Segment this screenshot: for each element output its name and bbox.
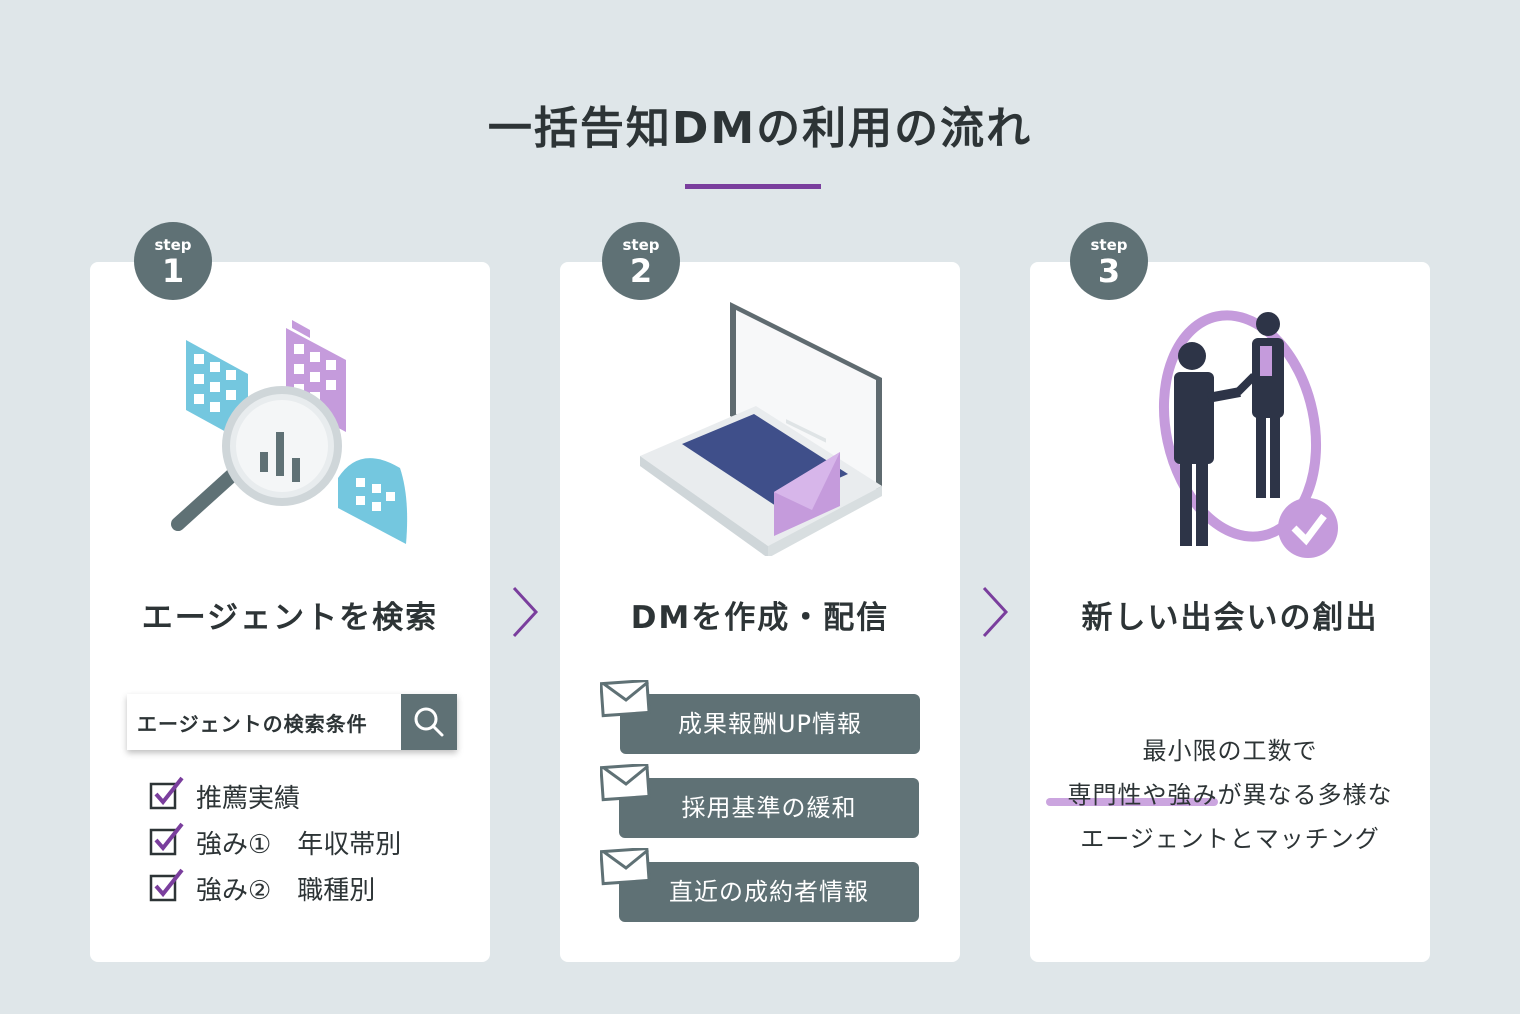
checklist-item: 強み② 職種別 <box>148 866 468 906</box>
step-1-badge-label: step <box>154 236 192 254</box>
step-1-badge-number: 1 <box>161 252 185 290</box>
step-3-description-line: エージェントとマッチング <box>1080 825 1380 853</box>
magnifier-icon <box>171 386 342 531</box>
step-3-card <box>1030 262 1430 962</box>
dm-message-item: 成果報酬UP情報 <box>620 694 920 754</box>
step-2-badge: step 2 <box>602 222 680 300</box>
step-2-heading: DMを作成・配信 <box>630 600 890 636</box>
checked-box-icon <box>149 868 184 902</box>
step-3-badge: step 3 <box>1070 222 1148 300</box>
dm-message-item: 採用基準の緩和 <box>619 778 919 838</box>
person-man-icon <box>1174 342 1241 546</box>
building-search-illustration <box>171 320 408 544</box>
step-3-badge-label: step <box>1090 236 1128 254</box>
envelope-icon <box>774 452 840 536</box>
step-3-description-line: 専門性や強みが異なる多様な <box>1067 781 1393 809</box>
mail-icon <box>600 764 651 802</box>
step-3-badge-number: 3 <box>1097 252 1121 290</box>
step-2-badge-number: 2 <box>629 252 653 290</box>
checklist-label: 強み② 職種別 <box>196 876 376 906</box>
dome-building-icon <box>338 458 408 544</box>
step-3-heading: 新しい出会いの創出 <box>1081 600 1379 636</box>
highlight-underline <box>1046 798 1218 806</box>
checklist-label: 強み① 年収帯別 <box>196 830 402 860</box>
mail-icon <box>600 680 651 718</box>
step-1-heading: エージェントを検索 <box>141 600 439 636</box>
step-2-badge-label: step <box>622 236 660 254</box>
checklist-label: 推薦実績 <box>196 784 301 814</box>
checked-box-icon <box>149 776 184 810</box>
mail-icon <box>600 848 651 886</box>
title-underline <box>685 184 821 189</box>
person-woman-icon <box>1235 312 1284 498</box>
dm-message-item: 直近の成約者情報 <box>619 862 919 922</box>
laptop-icon <box>640 302 882 556</box>
laptop-illustration <box>640 302 882 556</box>
search-box[interactable]: エージェントの検索条件 <box>127 694 457 750</box>
search-button[interactable] <box>401 694 457 750</box>
chevron-right-icon <box>982 586 1009 638</box>
search-box-label: エージェントの検索条件 <box>137 712 368 736</box>
step-3-description-line: 最小限の工数で <box>1142 737 1318 765</box>
search-icon <box>414 707 444 737</box>
checklist-item: 強み① 年収帯別 <box>148 820 468 860</box>
handshake-illustration <box>1158 310 1338 558</box>
chevron-right-icon <box>512 586 539 638</box>
checked-box-icon <box>149 822 184 856</box>
checklist-item: 推薦実績 <box>148 774 468 814</box>
step-1-badge: step 1 <box>134 222 212 300</box>
page-title: 一括告知DMの利用の流れ <box>487 103 1033 154</box>
checkmark-badge-icon <box>1278 498 1338 558</box>
